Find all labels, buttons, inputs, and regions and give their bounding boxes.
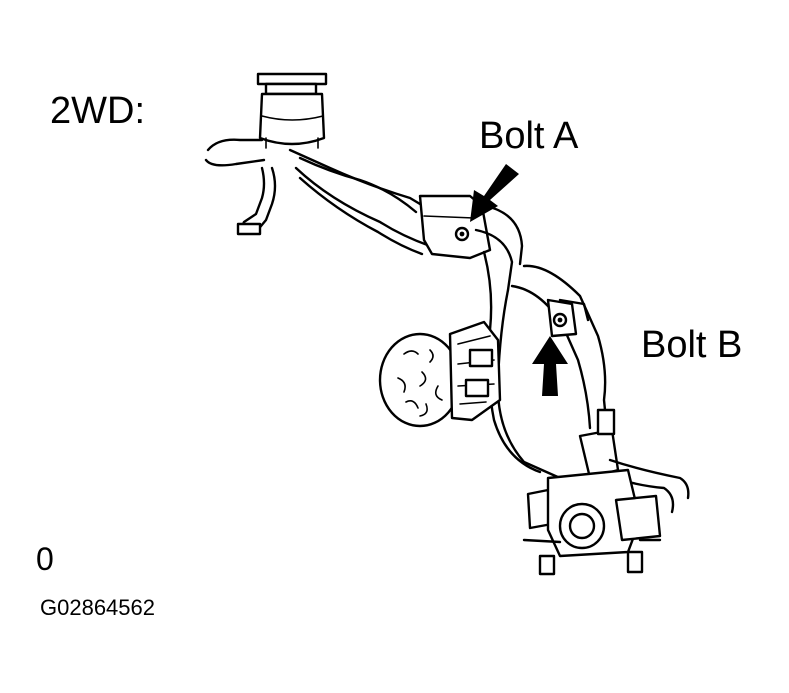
drive-type-label: 2WD: xyxy=(50,90,145,132)
bolt-a-arrow xyxy=(470,164,519,222)
corner-mark: 0 xyxy=(36,541,54,577)
steering-gear-fittings xyxy=(522,408,690,576)
upper-hoses xyxy=(204,138,432,256)
power-steering-pump xyxy=(378,320,502,428)
bolt-a-label: Bolt A xyxy=(479,115,579,157)
bolt-b-bracket xyxy=(546,298,578,338)
reservoir-tank xyxy=(256,72,328,149)
bolt-b-label: Bolt B xyxy=(641,324,743,366)
left-bracket xyxy=(236,166,277,236)
bolt-b-arrow xyxy=(532,336,568,396)
figure-code: G02864562 xyxy=(40,595,155,620)
